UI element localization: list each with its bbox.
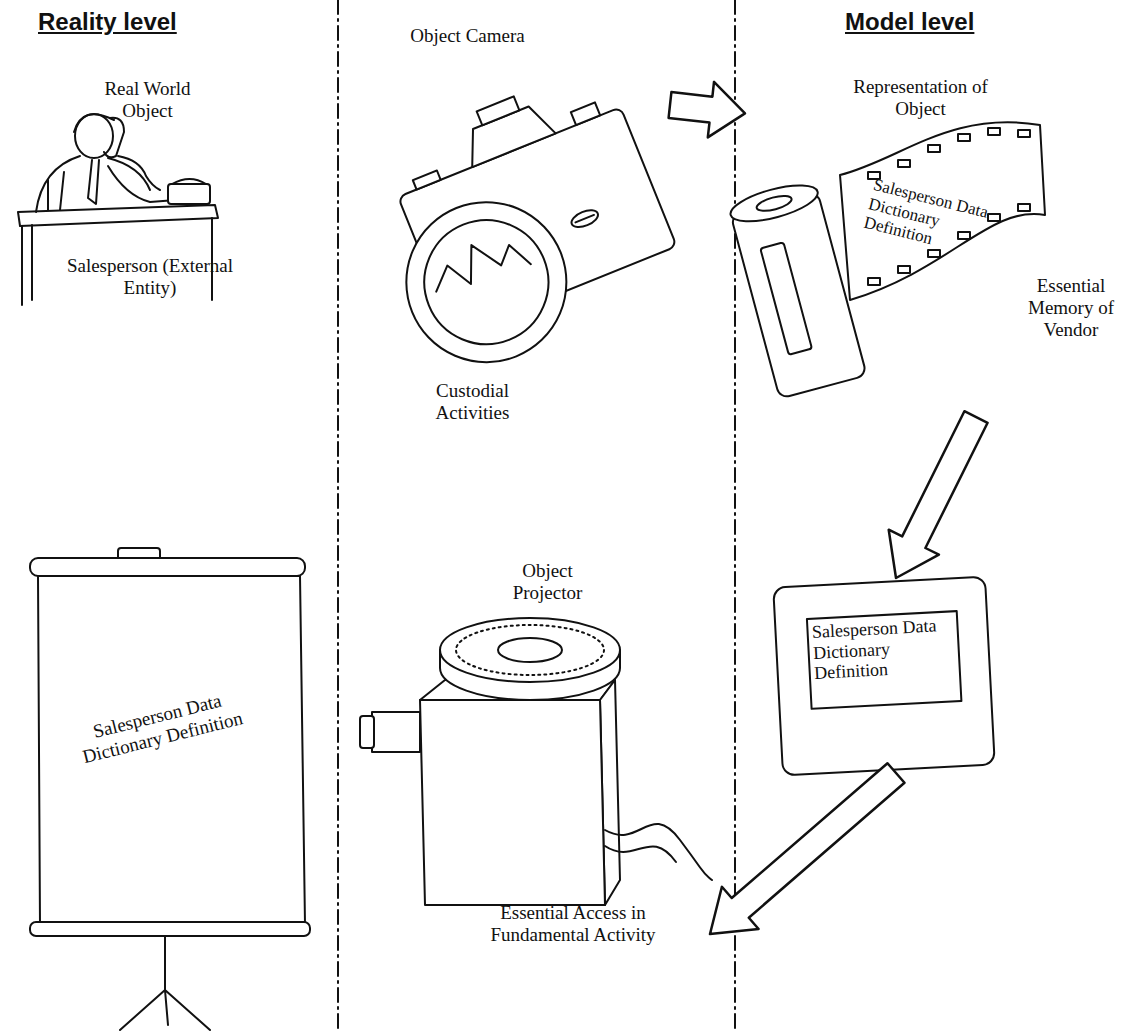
salesperson-sketch-part: [88, 160, 99, 204]
object-caption: Representation of Object: [848, 76, 993, 120]
object-caption: Salesperson Data Dictionary Definition: [72, 685, 248, 769]
film-sketch-part: [958, 134, 970, 141]
film-sketch-part-part: [731, 192, 867, 399]
projector-sketch: [360, 618, 712, 905]
object-caption: Object Camera: [410, 25, 525, 47]
projector-sketch-part: [420, 700, 605, 905]
block-arrow: [710, 763, 905, 934]
projector-sketch-part: [372, 712, 420, 752]
object-caption: Salesperson Data Dictionary Definition: [811, 614, 964, 684]
film-sketch-part: [898, 160, 910, 167]
salesperson-sketch: [18, 114, 218, 305]
slide-sketch-part: [773, 577, 995, 776]
film-sketch-part: [958, 232, 970, 239]
level-heading: Reality level: [38, 8, 177, 36]
film-sketch-part: [1018, 204, 1030, 211]
film-sketch-part: [840, 122, 1045, 300]
salesperson-sketch-part: [75, 114, 113, 158]
screen-sketch-part: [38, 576, 305, 924]
slide-sketch: [773, 577, 995, 776]
object-caption: Salesperson (External Entity): [65, 255, 235, 299]
film-sketch: [727, 122, 1045, 398]
salesperson-figure: Real World ObjectSalesperson (External E…: [10, 72, 310, 312]
film-sketch-part: [898, 266, 910, 273]
object-caption: Essential Access in Fundamental Activity: [463, 902, 683, 946]
slide-frame: Salesperson Data Dictionary Definition: [775, 578, 995, 773]
column-divider-part: [734, 0, 736, 1032]
salesperson-sketch-part: [48, 172, 64, 210]
projector-sketch-part: [456, 625, 604, 675]
projector-sketch-part: [498, 638, 562, 662]
salesperson-sketch-part: [168, 184, 210, 204]
salesperson-sketch-part: [172, 179, 206, 184]
film-sketch-part: [928, 145, 940, 152]
film-sketch-part: [727, 178, 867, 398]
projector-sketch-part: [605, 824, 712, 880]
film-sketch-part: [928, 250, 940, 257]
projector-sketch-part: [605, 846, 676, 862]
film-roll: Representation of ObjectSalesperson Data…: [745, 72, 1130, 417]
screen-sketch-part: [30, 558, 305, 576]
salesperson-sketch-part: [118, 156, 160, 190]
camera-sketch-part: [406, 201, 567, 362]
object-caption: Essential Memory of Vendor: [1017, 275, 1125, 341]
object-caption: Salesperson Data Dictionary Definition: [862, 175, 1004, 264]
salesperson-sketch-part: [104, 118, 124, 158]
object-caption: Real World Object: [80, 78, 215, 122]
screen-sketch: [30, 548, 310, 1030]
projector-sketch-part: [440, 618, 620, 682]
camera-sketch-part: [569, 207, 600, 230]
film-sketch-part-part: [727, 178, 821, 228]
camera-sketch-part: [571, 102, 600, 125]
column-divider-part: [337, 0, 339, 1032]
camera-sketch-part: [477, 96, 520, 125]
column-divider: [338, 0, 735, 1032]
film-sketch-part-part: [760, 242, 812, 354]
film-sketch-part: [868, 278, 880, 285]
block-arrow: [669, 82, 745, 138]
camera-sketch-part: [425, 227, 531, 301]
screen-sketch-part: [120, 936, 210, 1030]
camera-sketch-part: [413, 171, 441, 190]
block-arrow: [889, 411, 988, 578]
film-sketch-part-part: [755, 193, 793, 214]
camera-sketch-part: [575, 215, 594, 222]
level-heading: Model level: [845, 8, 974, 36]
projector-sketch-part: [360, 716, 374, 748]
salesperson-sketch-part: [108, 166, 176, 202]
object-caption: Object Projector: [490, 560, 605, 604]
camera-sketch: [351, 61, 692, 387]
object-caption: Custodial Activities: [415, 380, 530, 424]
object-camera: Object CameraCustodial Activities: [370, 22, 670, 437]
camera-sketch-part: [382, 178, 590, 386]
salesperson-sketch-part: [36, 156, 150, 212]
projection-screen: Salesperson Data Dictionary Definition: [20, 545, 320, 1025]
salesperson-sketch-part: [74, 114, 114, 132]
film-sketch-part: [1018, 130, 1030, 137]
screen-sketch-part: [30, 922, 310, 936]
film-sketch-part: [988, 128, 1000, 135]
object-projector: Object ProjectorEssential Access in Fund…: [365, 560, 710, 985]
